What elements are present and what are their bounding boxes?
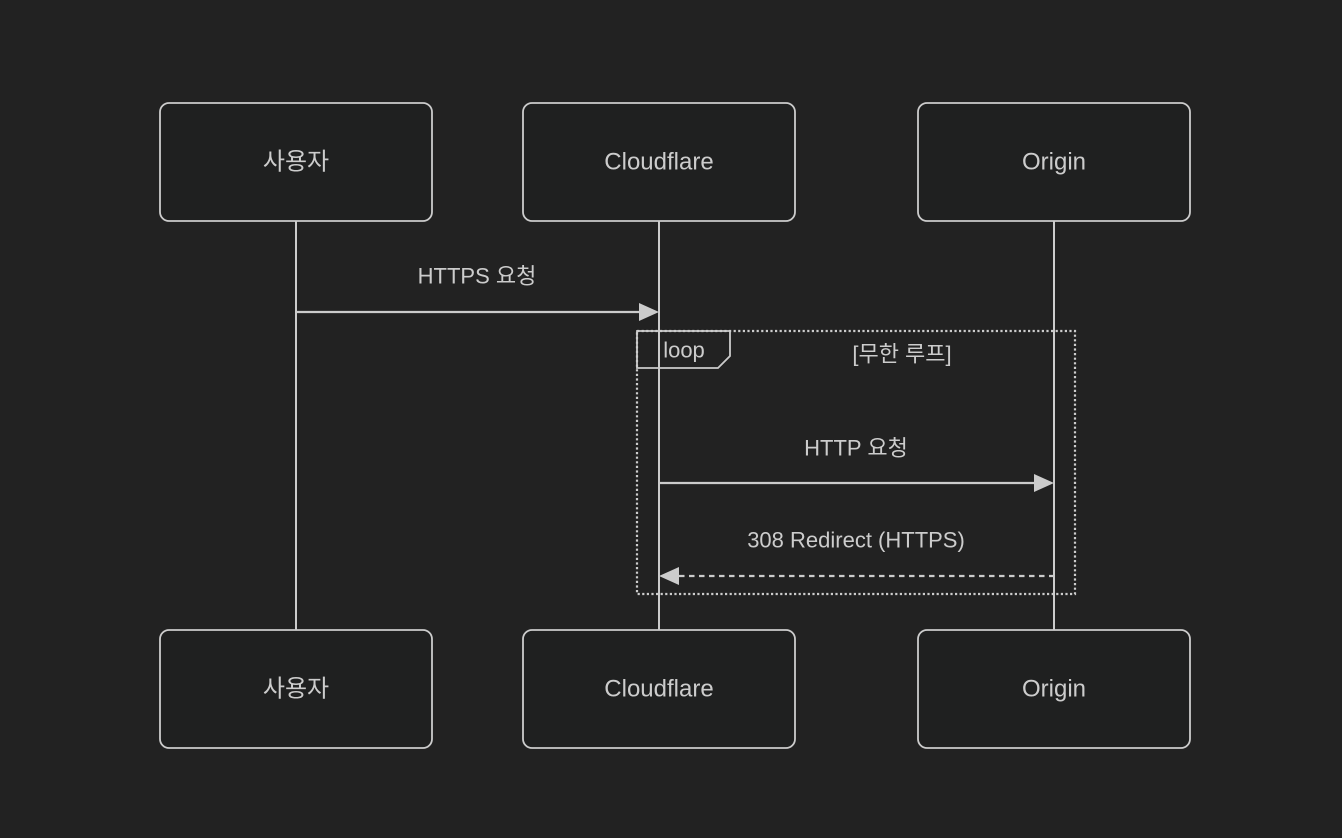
- loop-keyword: loop: [663, 338, 705, 363]
- message-label: HTTPS 요청: [418, 264, 537, 289]
- loop-frame: loop [무한 루프]: [635, 329, 1077, 596]
- actor-box-cloudflare-bottom: Cloudflare: [522, 629, 796, 749]
- actor-rect: [159, 629, 433, 749]
- actor-label-user: 사용자: [263, 149, 329, 176]
- arrowhead-right-icon: [639, 303, 659, 321]
- actor-box-cloudflare-top: Cloudflare: [522, 102, 796, 222]
- message-https-request: HTTPS 요청: [296, 264, 659, 321]
- message-http-request: HTTP 요청: [659, 436, 1054, 492]
- actor-rect: [522, 102, 796, 222]
- actor-box-user-top: 사용자: [159, 102, 433, 222]
- message-label: 308 Redirect (HTTPS): [747, 528, 965, 553]
- actor-label-origin: Origin: [1022, 676, 1086, 703]
- actor-box-origin-bottom: Origin: [917, 629, 1191, 749]
- actor-rect: [917, 629, 1191, 749]
- actor-box-user-bottom: 사용자: [159, 629, 433, 749]
- arrowhead-left-icon: [659, 567, 679, 585]
- message-label: HTTP 요청: [804, 436, 908, 461]
- actor-label-origin: Origin: [1022, 149, 1086, 176]
- actor-rect: [917, 102, 1191, 222]
- actor-label-cloudflare: Cloudflare: [604, 149, 713, 176]
- actor-rect: [522, 629, 796, 749]
- actor-box-origin-top: Origin: [917, 102, 1191, 222]
- actor-label-cloudflare: Cloudflare: [604, 676, 713, 703]
- loop-condition: [무한 루프]: [852, 342, 951, 367]
- loop-border: [635, 329, 1077, 596]
- arrowhead-right-icon: [1034, 474, 1054, 492]
- actor-rect: [159, 102, 433, 222]
- message-308-redirect: 308 Redirect (HTTPS): [659, 528, 1054, 585]
- loop-label-box: [636, 330, 731, 369]
- actor-label-user: 사용자: [263, 676, 329, 703]
